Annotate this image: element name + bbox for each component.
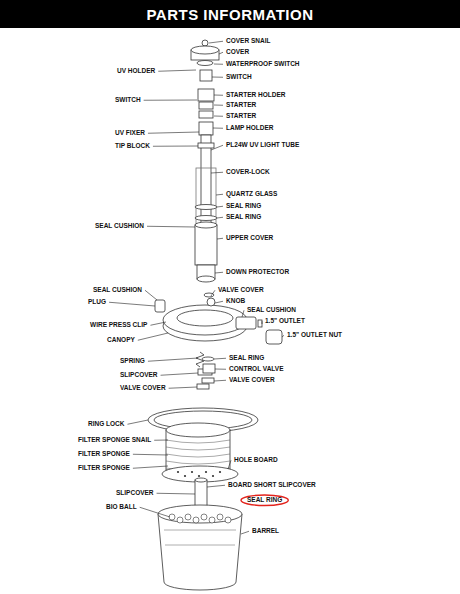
part-label: VALVE COVER: [218, 287, 264, 294]
leader-line: [133, 454, 168, 456]
leader-line: [153, 146, 198, 147]
part-label: FILTER SPONGE SNAIL: [78, 437, 151, 444]
leader-line: [140, 507, 170, 517]
part-label: FILTER SPONGE: [78, 465, 130, 472]
leader-line: [214, 105, 223, 106]
leader-line: [216, 194, 223, 196]
leader-line: [154, 440, 168, 441]
barrel: [158, 505, 242, 590]
leader-line: [133, 466, 168, 468]
leader-line: [214, 95, 223, 96]
page-title: PARTS INFORMATION: [146, 6, 313, 23]
leader-line: [144, 100, 197, 101]
part-label: SPRING: [120, 358, 145, 365]
leader-line: [127, 420, 148, 424]
leader-line: [241, 531, 249, 534]
part-label: WIRE PRESS CLIP: [90, 322, 147, 329]
leader-line: [148, 132, 199, 133]
part-label: LAMP HOLDER: [226, 125, 274, 132]
part-label: HOLE BOARD: [234, 457, 278, 464]
part-label: UV HOLDER: [117, 68, 155, 75]
part-label: FILTER SPONGE: [78, 451, 130, 458]
leader-line: [282, 335, 284, 337]
leader-line: [169, 387, 197, 388]
leader-line: [109, 302, 155, 306]
red-circle-outline: [241, 495, 288, 506]
leader-line: [262, 321, 263, 324]
leader-line: [138, 333, 168, 340]
leader-line: [211, 145, 223, 150]
part-label: WATERPROOF SWITCH: [226, 61, 300, 68]
leader-line: [217, 217, 223, 219]
part-label: STARTER: [226, 113, 256, 120]
part-label: KNOB: [226, 298, 245, 305]
leader-line: [145, 290, 157, 300]
part-label: QUARTZ GLASS: [226, 191, 277, 198]
leader-line: [219, 52, 223, 54]
leader-line: [148, 358, 198, 361]
part-label: CONTROL VALVE: [229, 366, 284, 373]
leader-line: [214, 64, 223, 65]
part-label: SEAL CUSHION: [247, 307, 296, 314]
part-label: COVER: [226, 49, 249, 56]
leader-line: [228, 460, 231, 469]
part-label: BOARD SHORT SLIPCOVER: [228, 482, 316, 489]
part-label: 1.5" OUTLET NUT: [287, 332, 342, 339]
part-label: PLUG: [88, 299, 106, 306]
control-valve: [196, 352, 215, 389]
part-label: RING LOCK: [88, 421, 124, 428]
part-label: SEAL CUSHION: [95, 223, 144, 230]
leader-line: [215, 301, 223, 303]
part-label: SEAL RING: [229, 355, 264, 362]
leader-line: [217, 238, 223, 240]
part-label: UPPER COVER: [226, 235, 273, 242]
part-label: COVER SNAIL: [226, 38, 270, 45]
leader-line: [215, 272, 223, 274]
part-label: CANOPY: [107, 337, 135, 344]
uv-lamp-assembly: [191, 40, 219, 282]
part-label: BIO BALL: [106, 504, 137, 511]
leader-line: [212, 77, 223, 78]
part-label: DOWN PROTECTOR: [226, 269, 289, 276]
part-label: SEAL CUSHION: [93, 287, 142, 294]
leader-line: [158, 70, 196, 71]
part-label: TIP BLOCK: [115, 143, 150, 150]
leader-line: [215, 369, 226, 370]
part-label: BARREL: [252, 528, 279, 535]
part-label: SEAL RING: [226, 214, 261, 221]
leader-line: [214, 380, 226, 382]
part-label: SWITCH: [115, 97, 141, 104]
part-label: SWITCH: [226, 74, 252, 81]
part-label: SLIPCOVER: [116, 490, 154, 497]
leader-line: [214, 116, 223, 117]
leader-line: [214, 358, 226, 360]
part-label: SEAL RING: [226, 203, 261, 210]
part-label: SLIPCOVER: [120, 372, 158, 379]
leader-line: [161, 373, 198, 375]
leader-line: [211, 290, 215, 296]
part-label: COVER-LOCK: [226, 169, 270, 176]
leader-line: [242, 310, 244, 317]
part-label: SEAL RING: [247, 497, 282, 504]
leader-line: [207, 485, 225, 487]
part-label: STARTER HOLDER: [226, 92, 285, 99]
part-label: UV FIXER: [115, 130, 145, 137]
part-label: 1.5" OUTLET: [265, 318, 305, 325]
part-label: VALVE COVER: [229, 377, 275, 384]
leader-line: [147, 226, 195, 228]
leader-line: [211, 172, 223, 174]
leader-line: [150, 322, 166, 325]
part-label: STARTER: [226, 102, 256, 109]
canopy: [155, 293, 282, 344]
part-label: PL24W UV LIGHT TUBE: [226, 142, 299, 149]
highlight-ellipse: SEAL RING: [240, 494, 289, 507]
title-banner: PARTS INFORMATION: [0, 0, 460, 28]
leader-line: [157, 493, 195, 495]
part-label: VALVE COVER: [120, 385, 166, 392]
leader-line: [209, 41, 223, 43]
leader-line: [217, 206, 223, 208]
leader-line: [213, 128, 223, 129]
